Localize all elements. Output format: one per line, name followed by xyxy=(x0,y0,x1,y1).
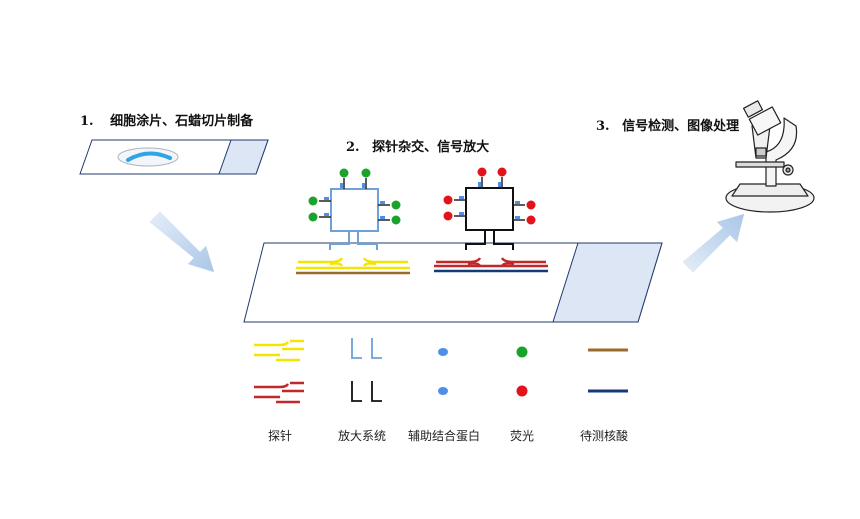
hybridization-complex-yellow xyxy=(296,168,410,275)
step-2-number: 2. xyxy=(346,140,360,155)
cell-smear-icon xyxy=(117,147,179,167)
legend-label-binding-protein: 辅助结合蛋白 xyxy=(408,429,481,443)
step-2-label: 探针杂交、信号放大 xyxy=(372,140,490,155)
legend-label-target: 待测核酸 xyxy=(580,429,629,443)
arrow-step2-to-step3 xyxy=(682,213,745,273)
target-nucleic-acid-icon xyxy=(588,348,628,393)
legend-label-fluorophore: 荧光 xyxy=(510,429,535,443)
step-3-number: 3. xyxy=(596,119,610,134)
arrow-step1-to-step2 xyxy=(149,211,215,273)
legend-label-amplifier: 放大系统 xyxy=(338,429,387,443)
small-slide xyxy=(79,139,269,175)
microscope-icon xyxy=(725,100,815,213)
step-2-title: 2. 探针杂交、信号放大 xyxy=(346,136,489,155)
step-1-number: 1. xyxy=(80,114,94,129)
amplifier-icon xyxy=(351,338,382,402)
step-1-title: 1. 细胞涂片、石蜡切片制备 xyxy=(80,110,253,129)
hybridization-complex-red xyxy=(434,167,548,273)
probe-icon xyxy=(254,339,304,404)
step-3-label: 信号检测、图像处理 xyxy=(622,119,740,134)
legend-label-probe: 探针 xyxy=(268,429,293,443)
step-3-title: 3. 信号检测、图像处理 xyxy=(596,115,739,134)
fluorophore-icon xyxy=(516,346,528,397)
step-1-label: 细胞涂片、石蜡切片制备 xyxy=(110,114,254,129)
main-slide xyxy=(243,242,663,323)
binding-protein-icon xyxy=(438,348,448,395)
